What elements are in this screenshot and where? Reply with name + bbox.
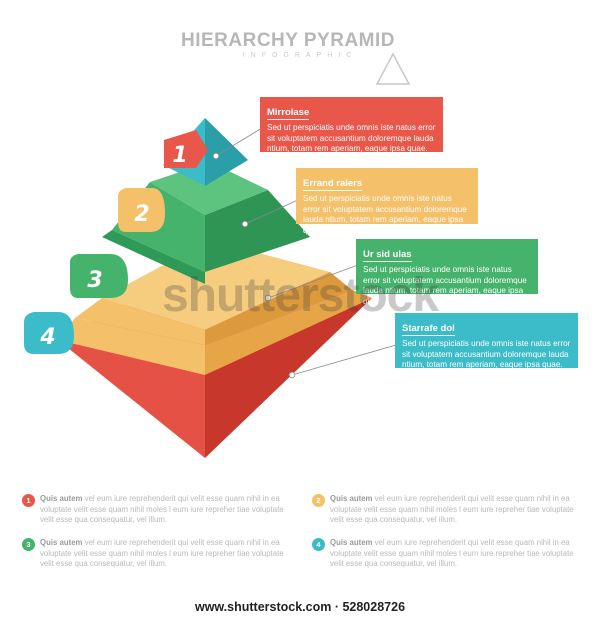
legend-number: 4 [312,538,325,551]
footer-credit: www.shutterstock.com · 528028726 [194,600,406,614]
badge-2: 2 [118,188,165,232]
callout-body: Sed ut perspiciatis unde omnis iste natu… [363,265,527,306]
callout-title: Starrafe dol [402,323,455,336]
legend-lead: Quis autem [330,494,373,503]
callout-title: Ur sid ulas [363,249,412,262]
svg-text:1: 1 [172,143,187,168]
legend-body: vel eum iure reprehenderit qui velit ess… [330,494,574,524]
callout-level-3: Ur sid ulas Sed ut perspiciatis unde omn… [356,239,538,306]
legend-lead: Quis autem [40,538,83,547]
callout-title: Errand ralers [303,178,363,191]
page-title: HIERARCHY PYRAMID [180,30,395,51]
legend-text: Quis autem vel eum iure reprehenderit qu… [330,494,580,526]
callout-body: Sed ut perspiciatis unde omnis iste natu… [402,339,571,370]
page-subtitle: INFOGRAPHIC [242,52,358,59]
legend-number: 2 [312,494,325,507]
legend-text: Quis autem vel eum iure reprehenderit qu… [40,538,290,570]
badge-4: 4 [24,312,74,354]
legend-number: 1 [22,494,35,507]
pyramid-diagram: 1 2 3 4 [24,118,397,458]
legend-lead: Quis autem [40,494,83,503]
callout-level-2: Errand ralers Sed ut perspiciatis unde o… [296,168,478,235]
legend-body: vel eum iure reprehenderit qui velit ess… [40,538,284,568]
legend-body: vel eum iure reprehenderit qui velit ess… [330,538,574,568]
callout-level-1: Mirrolase Sed ut perspiciatis unde omnis… [260,97,443,154]
legend-text: Quis autem vel eum iure reprehenderit qu… [330,538,580,570]
legend-number: 3 [22,538,35,551]
badge-1: 1 [164,130,208,168]
callout-body: Sed ut perspiciatis unde omnis iste natu… [303,194,467,235]
connector-lines [215,127,397,376]
callout-level-4: Starrafe dol Sed ut perspiciatis unde om… [395,313,578,370]
connector-dots [212,152,296,379]
watermark: shutterstock [161,269,439,322]
legend-body: vel eum iure reprehenderit qui velit ess… [40,494,284,524]
legend-lead: Quis autem [330,538,373,547]
svg-text:3: 3 [87,268,102,293]
svg-text:4: 4 [39,325,55,350]
callout-body: Sed ut perspiciatis unde omnis iste natu… [267,123,436,154]
header: HIERARCHY PYRAMID INFOGRAPHIC [0,30,600,85]
triangle-logo-icon [375,52,411,85]
legend-text: Quis autem vel eum iure reprehenderit qu… [40,494,290,526]
pyramid-tier-3 [58,240,372,375]
svg-text:2: 2 [134,202,149,227]
badge-3: 3 [70,254,128,298]
callout-title: Mirrolase [267,107,310,120]
